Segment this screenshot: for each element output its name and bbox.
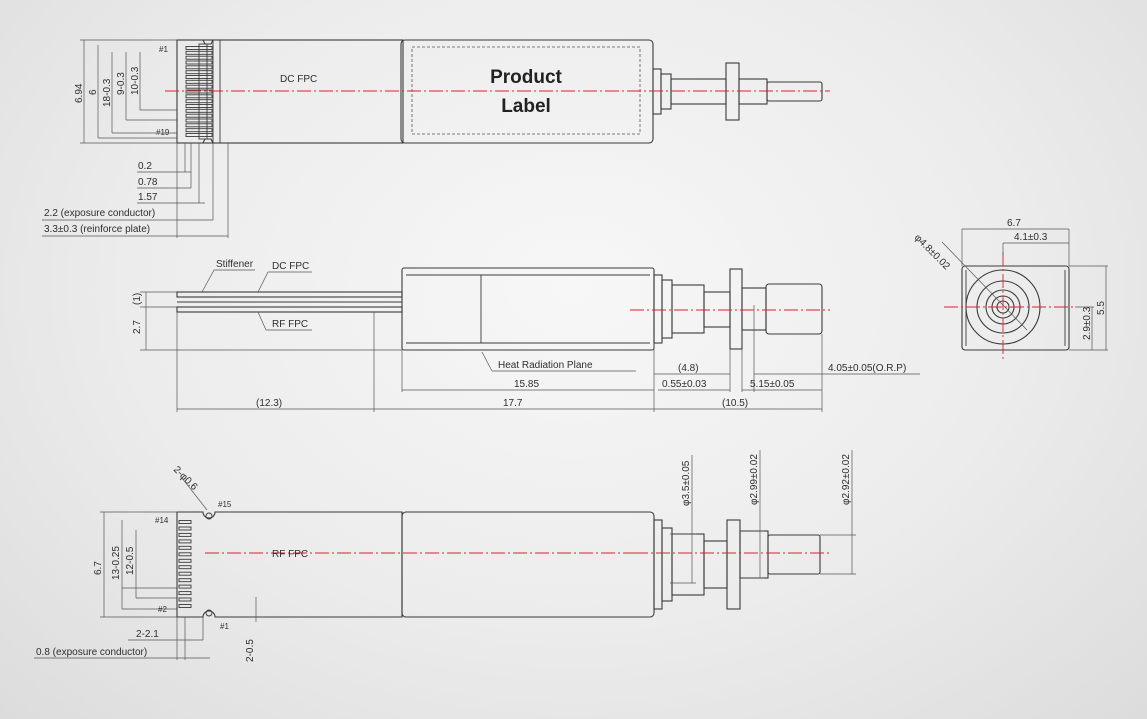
dim-6: 6 [88, 89, 99, 95]
dim-0-2: 0.2 [138, 161, 152, 172]
dim-bottom-6-7: 6.7 [93, 561, 104, 575]
connector-pad [185, 65, 213, 70]
dim-phi-2-99: φ2.99±0.02 [749, 454, 760, 505]
connector-pad [178, 578, 192, 583]
top-pin-last: #19 [156, 128, 170, 137]
connector-pad [178, 532, 192, 537]
dim-phi-3-5: φ3.5±0.05 [681, 460, 692, 506]
side-dc-fpc-label: DC FPC [272, 261, 309, 272]
top-body [400, 39, 654, 144]
connector-pad [185, 108, 213, 113]
end-body [961, 265, 1070, 351]
connector-pad [185, 118, 213, 123]
dim-0-55: 0.55±0.03 [662, 379, 707, 390]
dim-side-1: (1) [132, 293, 143, 305]
dim-13-0-25: 13-0.25 [111, 546, 122, 580]
top-view: Product Label DC FPC #1 #19 6.94 6 18-0.… [42, 39, 830, 238]
bottom-pin-1: #1 [220, 622, 229, 631]
bottom-fpc-strip [176, 511, 403, 618]
connector-pad [185, 128, 213, 133]
connector-pad [178, 539, 192, 544]
connector-pad [178, 584, 192, 589]
connector-pad [185, 50, 213, 55]
top-fpc-strip [176, 39, 404, 144]
dim-17-7: 17.7 [503, 398, 523, 409]
dim-12-3: (12.3) [256, 398, 282, 409]
connector-pad [185, 133, 213, 137]
dim-0-8-exposure: 0.8 (exposure conductor) [36, 647, 147, 658]
connector-pad [178, 520, 192, 524]
dim-4-05-orp: 4.05±0.05(O.R.P) [828, 363, 906, 374]
connector-pad [185, 46, 213, 50]
bottom-rf-fpc-label: RF FPC [272, 549, 308, 560]
connector-pad [178, 558, 192, 563]
dim-3-3-reinforce: 3.3±0.3 (reinforce plate) [44, 224, 150, 235]
connector-pad [185, 123, 213, 128]
side-stiffener-label: Stiffener [216, 259, 254, 270]
side-body [401, 267, 655, 351]
dim-9-0-3: 9-0.3 [116, 72, 127, 95]
side-rf-fpc-label: RF FPC [272, 319, 308, 330]
dim-4-8: (4.8) [678, 363, 699, 374]
connector-pad [185, 94, 213, 99]
connector-pad [185, 104, 213, 108]
dim-2-0-5: 2-0.5 [245, 639, 256, 662]
dim-1-57: 1.57 [138, 192, 158, 203]
connector-pad [178, 526, 192, 531]
connector-pad [185, 70, 213, 75]
connector-pad [178, 545, 192, 550]
product-label-line2: Label [501, 96, 551, 117]
bottom-connector-pads [178, 520, 192, 608]
dim-15-85: 15.85 [514, 379, 539, 390]
product-label-area [411, 46, 641, 135]
connector-pad [178, 571, 192, 576]
bottom-pin-2: #2 [158, 605, 167, 614]
bottom-body [401, 511, 655, 618]
dim-end-4-1: 4.1±0.3 [1014, 232, 1048, 243]
dim-18-0-3: 18-0.3 [102, 78, 113, 107]
side-view: Stiffener DC FPC RF FPC Heat Radiation P… [132, 259, 920, 412]
dim-end-2-9: 2.9±0.3 [1082, 306, 1093, 340]
bottom-pin-14: #14 [155, 516, 169, 525]
hole-2-phi-0-6: 2-φ0.6 [171, 464, 200, 493]
connector-pad [185, 75, 213, 79]
top-pin-first: #1 [159, 45, 168, 54]
dim-12-0-5: 12-0.5 [125, 546, 136, 575]
dim-6-94: 6.94 [74, 83, 85, 103]
dim-5-15: 5.15±0.05 [750, 379, 795, 390]
connector-pad [185, 55, 213, 60]
dim-phi-2-92: φ2.92±0.02 [841, 454, 852, 505]
top-connector-pads [185, 46, 213, 137]
connector-pad [185, 99, 213, 104]
heat-radiation-plane-label: Heat Radiation Plane [498, 360, 593, 371]
end-view: φ4.8±0.02 6.7 4.1±0.3 5.5 2.9±0.3 [912, 218, 1108, 360]
connector-pad [178, 604, 192, 608]
dim-2-2-1: 2-2.1 [136, 629, 159, 640]
connector-pad [178, 591, 192, 596]
dim-phi-4-8: φ4.8±0.02 [912, 232, 952, 272]
connector-pad [178, 552, 192, 557]
connector-pad [178, 565, 192, 570]
dim-end-5-5: 5.5 [1096, 301, 1107, 315]
connector-pad [185, 60, 213, 65]
dim-side-2-7: 2.7 [132, 320, 143, 334]
dim-2-2-exposure: 2.2 (exposure conductor) [44, 208, 155, 219]
dim-0-78: 0.78 [138, 177, 158, 188]
bottom-view: RF FPC 2-φ0.6 #15 #14 #2 #1 6.7 13-0.25 … [34, 450, 856, 662]
dim-end-6-7: 6.7 [1007, 218, 1021, 229]
dim-10-5: (10.5) [722, 398, 748, 409]
bottom-pin-15: #15 [218, 500, 232, 509]
product-label-line1: Product [490, 67, 562, 88]
connector-pad [178, 597, 192, 602]
top-dc-fpc-label: DC FPC [280, 74, 317, 85]
connector-pad [185, 79, 213, 84]
connector-pad [185, 113, 213, 118]
connector-pad [185, 84, 213, 89]
dim-10-0-3: 10-0.3 [130, 66, 141, 95]
connector-pad [185, 89, 213, 94]
